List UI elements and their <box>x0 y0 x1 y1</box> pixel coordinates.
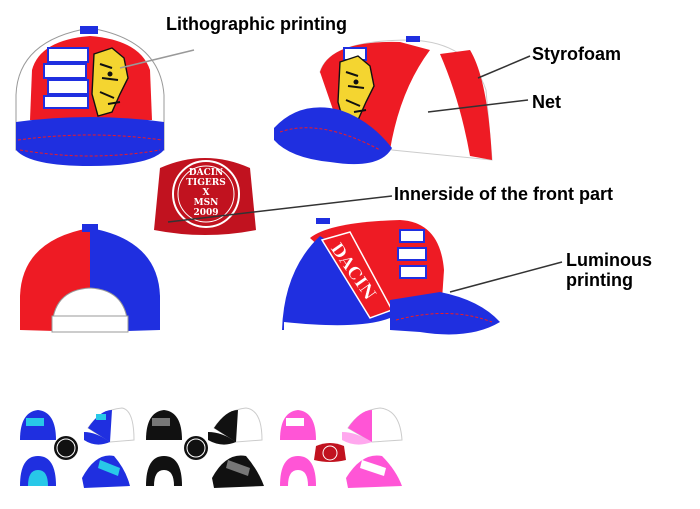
side-lithographic-print <box>337 47 375 125</box>
front-view-cap <box>15 26 195 166</box>
inner-front-part: DACIN TIGERS X MSN 2009 <box>154 158 393 235</box>
label-lithographic-printing: Lithographic printing <box>166 14 347 34</box>
label-innerside-front-part: Innerside of the front part <box>394 184 614 204</box>
thumbnail-pink-variant <box>280 407 403 488</box>
luminous-side-cap: DACIN <box>282 218 563 335</box>
badge-line1: DACIN <box>189 168 223 178</box>
label-luminous-line1: Luminous <box>566 250 652 270</box>
thumbnail-black-variant <box>146 407 264 488</box>
label-luminous-line2: printing <box>566 270 633 290</box>
front-lithographic-print <box>43 47 129 117</box>
back-view-cap <box>20 224 160 333</box>
thumbnail-blue-variant <box>20 407 135 488</box>
side-view-cap <box>274 36 531 165</box>
badge-line4: MSN <box>194 198 219 208</box>
label-net: Net <box>532 92 562 112</box>
badge-line5: 2009 <box>193 208 218 218</box>
label-styrofoam: Styrofoam <box>532 44 622 64</box>
badge-line3: X <box>203 188 210 198</box>
badge-line2: TIGERS <box>186 178 225 188</box>
